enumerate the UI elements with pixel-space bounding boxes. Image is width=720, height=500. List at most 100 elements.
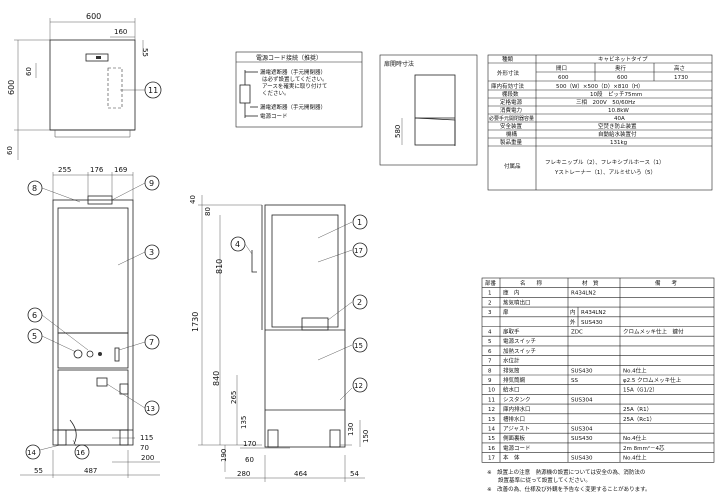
spec-outer-v2: 600 (617, 75, 628, 81)
dim-top-depth: 600 (7, 80, 16, 95)
callout-8 (27, 180, 43, 196)
cord-box-title: 電源コード接続（推奨） (256, 54, 322, 62)
parts-cell: 25A（R1） (623, 406, 652, 413)
parts-cell-sub: 外 (570, 318, 576, 326)
parts-cell: 庫 内 (503, 289, 520, 297)
parts-header-3: 備 考 (655, 279, 678, 287)
parts-cell: 1 (488, 291, 492, 297)
spec-type-label: 種類 (502, 55, 514, 63)
parts-cell: 15A（G1/2） (623, 387, 658, 394)
dim-front-255: 255 (58, 166, 71, 174)
callout-4-label: 4 (235, 240, 240, 249)
spec-outer-v1: 600 (558, 75, 569, 81)
parts-cell: 排気筒 (503, 366, 520, 374)
dim-top-160: 160 (114, 28, 127, 36)
spec-outer-h2: 奥行 (615, 64, 627, 72)
spec-mechanism-value: 自動給水装置付 (598, 130, 637, 138)
front-door (57, 207, 129, 334)
door-swing (414, 117, 456, 146)
cord-box-line-2: は必ず設置してください。 (262, 75, 328, 83)
dim-side-60: 60 (245, 456, 254, 464)
spec-accessories-label: 付属品 (504, 162, 521, 170)
callout-1-label: 1 (357, 218, 362, 227)
parts-cell: SUS304 (571, 427, 593, 433)
spec-safety-label: 安全装置 (500, 122, 523, 130)
dim-top-60a: 60 (25, 67, 33, 76)
dim-front-55: 55 (34, 467, 43, 475)
spec-weight-value: 131kg (610, 140, 627, 146)
dim-side-135: 135 (240, 416, 248, 429)
drain-valve-13 (96, 377, 108, 387)
footnote-1: ※ 設置上の注意 熱源機の設置については安全の為、消防法の (487, 468, 645, 476)
spec-accessories-line-1: フレキニップル（2）、フレキシブルホース（1） (545, 158, 664, 166)
parts-cell: 水位計 (503, 357, 520, 365)
dim-front-70: 70 (140, 444, 149, 452)
spec-outer-label: 外形寸法 (497, 69, 520, 77)
top-view: 600 160 55 60 600 60 11 (6, 12, 162, 160)
parts-cell: R434LN2 (571, 291, 596, 297)
control-panel (57, 332, 129, 369)
callout-5 (27, 328, 43, 344)
dim-side-265: 265 (230, 391, 238, 404)
dim-side-170: 170 (243, 440, 256, 448)
dim-top-55: 55 (141, 48, 149, 57)
callout-11 (144, 81, 162, 99)
spec-accessories-line-2: Yストレーナー（1）、アルミせいろ（5） (554, 169, 656, 176)
dim-front-169: 169 (114, 166, 127, 174)
dim-side-1730: 1730 (191, 312, 200, 332)
dim-side-150: 150 (362, 430, 370, 443)
parts-cell: 25A（Rc1） (623, 416, 655, 423)
callout-5-label: 5 (32, 332, 37, 341)
parts-cell: No.4仕上 (623, 434, 647, 442)
power-switch-icon (73, 349, 83, 359)
parts-cell: 17 (488, 456, 495, 462)
dim-top-width: 600 (86, 12, 101, 21)
spec-weight-label: 製品重量 (500, 138, 523, 146)
steam-outlet (301, 317, 329, 331)
lower-cabinet (57, 369, 129, 431)
side-view: 40 80 810 1730 840 265 135 190 170 60 13… (189, 195, 370, 482)
callout-3 (144, 244, 160, 260)
adjuster-right (119, 429, 129, 446)
parts-cell: SUS430 (571, 436, 593, 442)
water-gauge (114, 347, 120, 362)
dim-side-280: 280 (237, 470, 250, 478)
callout-2 (352, 294, 368, 310)
cord-box-line-3: アースを確実に取り付けて (262, 82, 327, 90)
parts-cell: 2m 8mm²－4芯 (623, 444, 665, 452)
parts-cell: 排気筒網 (503, 376, 526, 384)
power-cord (69, 419, 77, 445)
parts-cell: クロムメッキ仕上 鍵付 (623, 328, 684, 336)
dim-side-464: 464 (294, 470, 308, 478)
door-box-title: 扉開時寸法 (384, 60, 414, 68)
parts-cell: 本 体 (503, 454, 520, 462)
front-panel-tag (119, 383, 129, 395)
parts-cell: SUS304 (571, 397, 593, 403)
parts-cell: 13 (488, 417, 495, 423)
spec-consumption-label: 消費電力 (500, 106, 522, 114)
callout-17 (352, 242, 368, 258)
spec-safety-value: 空焚き防止装置 (598, 122, 637, 130)
parts-cell: 3 (488, 310, 492, 316)
side-view-body (264, 204, 346, 448)
parts-cell: SUS430 (581, 320, 603, 326)
door-open-cabinet (414, 74, 456, 146)
spec-inner-value: 500（W）×500（D）×810（H） (556, 83, 644, 90)
parts-cell-sub: 内 (570, 308, 576, 316)
parts-cell: 庫内排水口 (503, 405, 531, 413)
footnote-2: 設置基準に従って設置してください。 (487, 476, 591, 484)
callout-15-label: 15 (354, 342, 363, 350)
parts-header-0: 部番 (485, 279, 497, 287)
dim-side-840: 840 (212, 371, 221, 386)
callout-9-label: 9 (149, 179, 154, 188)
parts-cell: 電源スイッチ (503, 337, 536, 345)
parts-cell: 側面裏板 (503, 434, 526, 442)
parts-cell: 槽排水口 (503, 415, 525, 423)
dim-side-190: 190 (220, 449, 228, 462)
callout-14-label: 14 (27, 449, 36, 457)
door-box-dim: 580 (394, 125, 402, 138)
spec-type-value: キャビネットタイプ (598, 55, 648, 63)
front-view: 255 176 169 55 487 200 115 70 8 9 3 6 5 … (20, 166, 160, 478)
callout-11-label: 11 (148, 86, 158, 95)
